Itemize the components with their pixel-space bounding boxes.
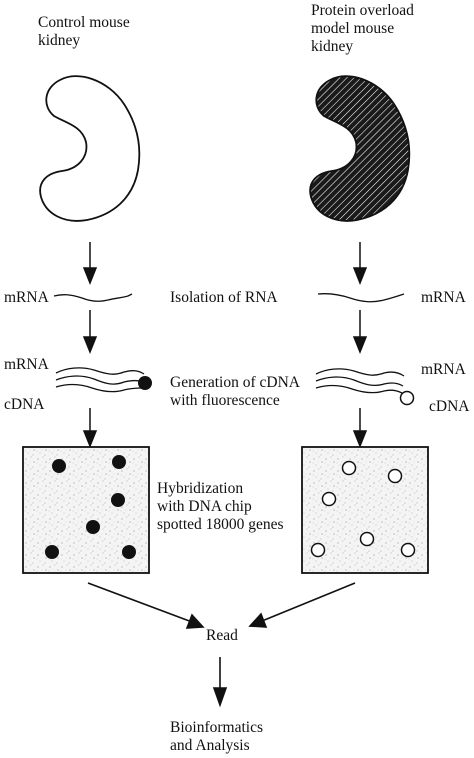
control-kidney-title: Control mouse kidney	[38, 14, 130, 49]
chip-spot	[321, 491, 337, 507]
left-dna-chip	[22, 446, 150, 574]
arrow-read-to-analysis	[212, 657, 228, 708]
right-cdna-label: cDNA	[429, 398, 470, 415]
isolation-of-rna-label: Isolation of RNA	[170, 289, 278, 306]
left-cdna-strands	[55, 367, 145, 393]
arrow-right-mrna-to-cdna	[352, 310, 368, 355]
left-mrna-pair-label: mRNA	[4, 356, 49, 373]
chip-spot	[52, 459, 66, 473]
read-label: Read	[206, 627, 238, 644]
chip-spot	[310, 542, 326, 558]
arrow-left-cdna-to-chip	[82, 408, 98, 449]
chip-spot	[387, 468, 403, 484]
right-dna-chip	[301, 446, 429, 574]
model-kidney-shape	[309, 75, 411, 222]
chip-spot	[112, 455, 126, 469]
arrow-right-kidney-to-mrna	[352, 242, 368, 286]
chip-spot	[341, 460, 357, 476]
arrow-left-chip-to-read	[87, 582, 205, 629]
arrow-left-mrna-to-cdna	[82, 310, 98, 355]
chip-spot	[45, 545, 59, 559]
arrow-left-kidney-to-mrna	[82, 242, 98, 286]
arrow-right-cdna-to-chip	[352, 408, 368, 449]
right-fluorescent-label-open	[399, 390, 415, 406]
left-mrna-strand	[53, 293, 133, 302]
left-cdna-label: cDNA	[4, 396, 45, 413]
arrow-right-chip-to-read	[248, 582, 356, 628]
hybridization-label: Hybridization with DNA chip spotted 1800…	[157, 480, 284, 533]
right-mrna-pair-label: mRNA	[421, 361, 466, 378]
chip-spot	[86, 520, 100, 534]
chip-spot	[111, 493, 125, 507]
right-mrna-label: mRNA	[421, 289, 466, 306]
chip-spot	[122, 545, 136, 559]
model-kidney-title: Protein overload model mouse kidney	[311, 2, 414, 55]
left-fluorescent-label-filled	[138, 376, 152, 390]
control-kidney-shape	[39, 75, 141, 222]
bioinformatics-analysis-label: Bioinformatics and Analysis	[170, 719, 263, 754]
chip-spot	[359, 531, 375, 547]
right-mrna-strand	[317, 292, 405, 303]
left-mrna-label: mRNA	[4, 289, 49, 306]
right-cdna-strands	[315, 368, 405, 394]
chip-spot	[400, 542, 416, 558]
generation-of-cdna-label: Generation of cDNA with fluorescence	[170, 374, 300, 409]
